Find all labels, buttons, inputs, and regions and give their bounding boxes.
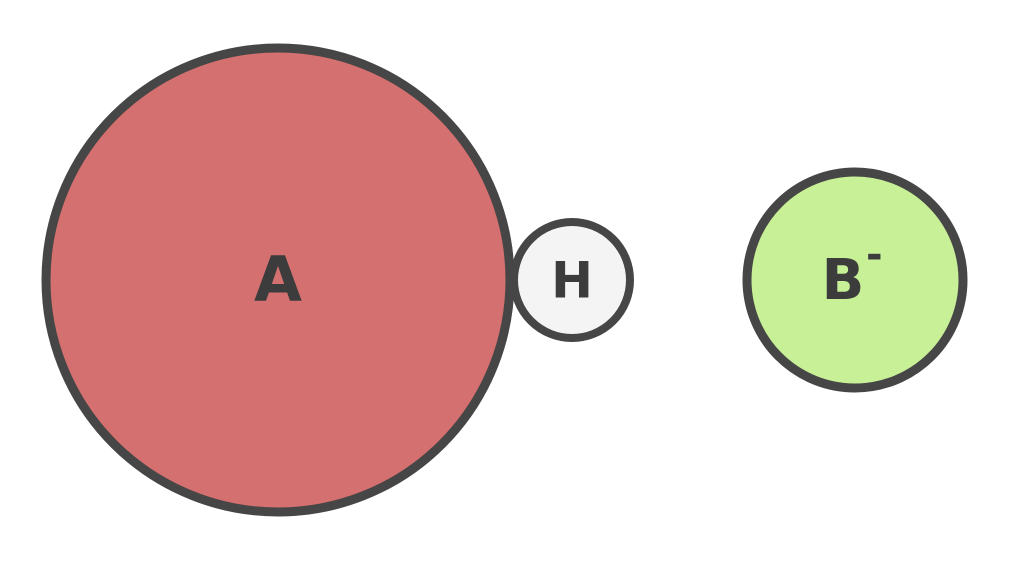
- atom-a: A: [41, 43, 515, 517]
- atom-b: B -: [742, 167, 968, 393]
- atom-b-charge: -: [866, 232, 883, 278]
- atom-h-circle: [510, 218, 634, 342]
- atom-h: H: [510, 218, 634, 342]
- atom-b-label: B: [822, 248, 865, 313]
- atom-a-label: A: [254, 243, 302, 316]
- atom-h-label: H: [551, 252, 593, 310]
- atom-b-circle: [742, 167, 968, 393]
